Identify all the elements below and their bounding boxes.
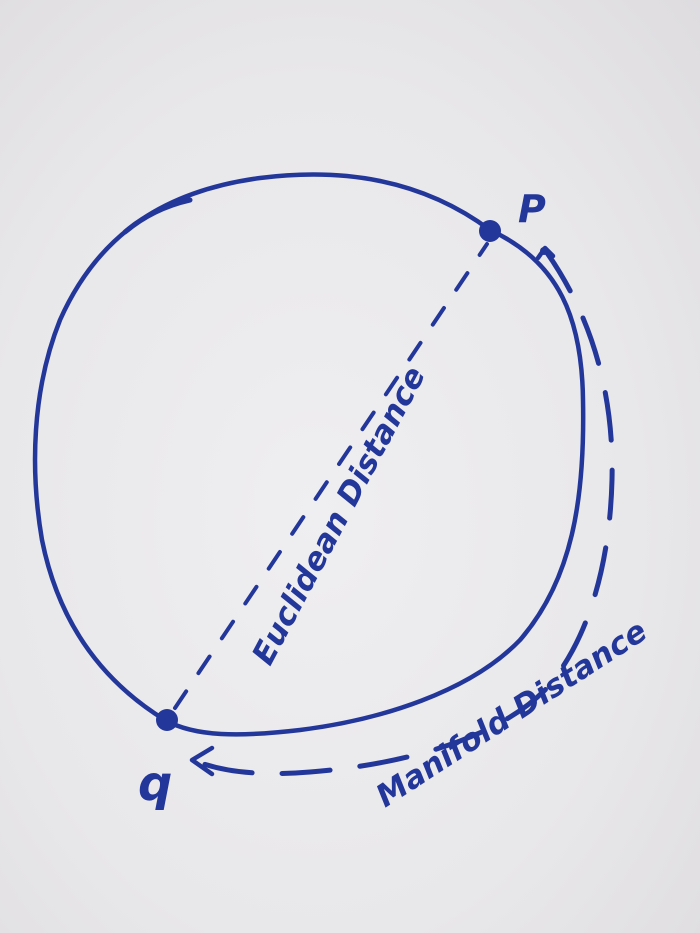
point-p-label: P [518,187,546,231]
manifold-curve [32,172,586,737]
point-q-marker [156,709,178,731]
point-p-marker [479,220,501,242]
point-q-label: q [138,756,172,812]
euclidean-distance-line [173,242,489,710]
euclidean-distance-label: Euclidean Distance [245,361,433,671]
pen-scribble-mark [122,197,193,235]
arrow-dot-upper [540,247,548,255]
manifold-distance-arc [195,247,615,777]
arrow-icon-lower [189,745,215,777]
manifold-distance-label: Manifold Distance [370,613,654,815]
